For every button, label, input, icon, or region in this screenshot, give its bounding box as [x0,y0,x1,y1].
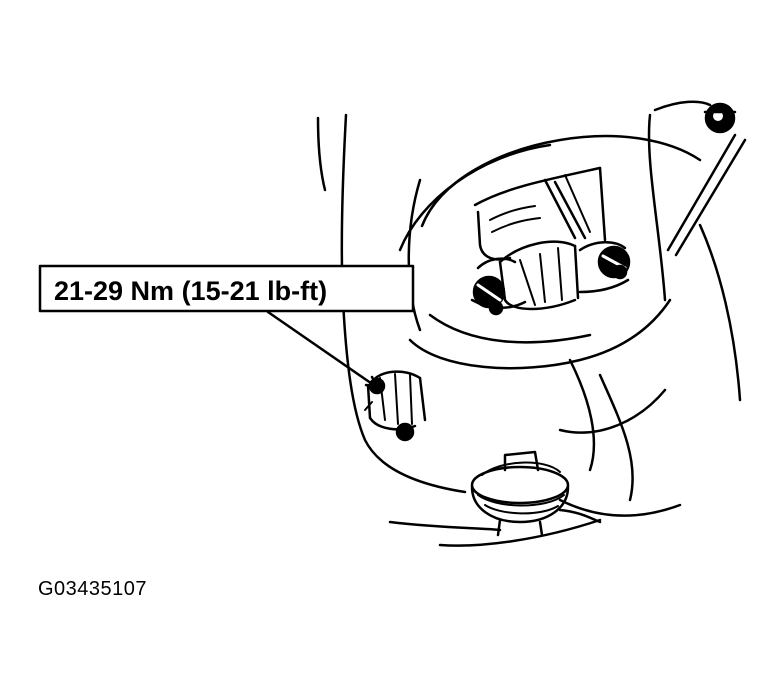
torque-spec-label: 21-29 Nm (15-21 lb-ft) [54,276,327,306]
torque-callout: 21-29 Nm (15-21 lb-ft) [38,264,415,313]
mount-bolt-right [597,245,631,280]
figure-id-label: G03435107 [38,578,148,600]
lower-crossmember [388,508,602,547]
strut-boot [470,450,570,537]
brace-rod [666,133,747,257]
mount-bolt-left [472,275,506,316]
upper-right-bolt [703,102,737,134]
callout-leader [266,310,380,390]
strut-tower-curves [398,100,742,517]
